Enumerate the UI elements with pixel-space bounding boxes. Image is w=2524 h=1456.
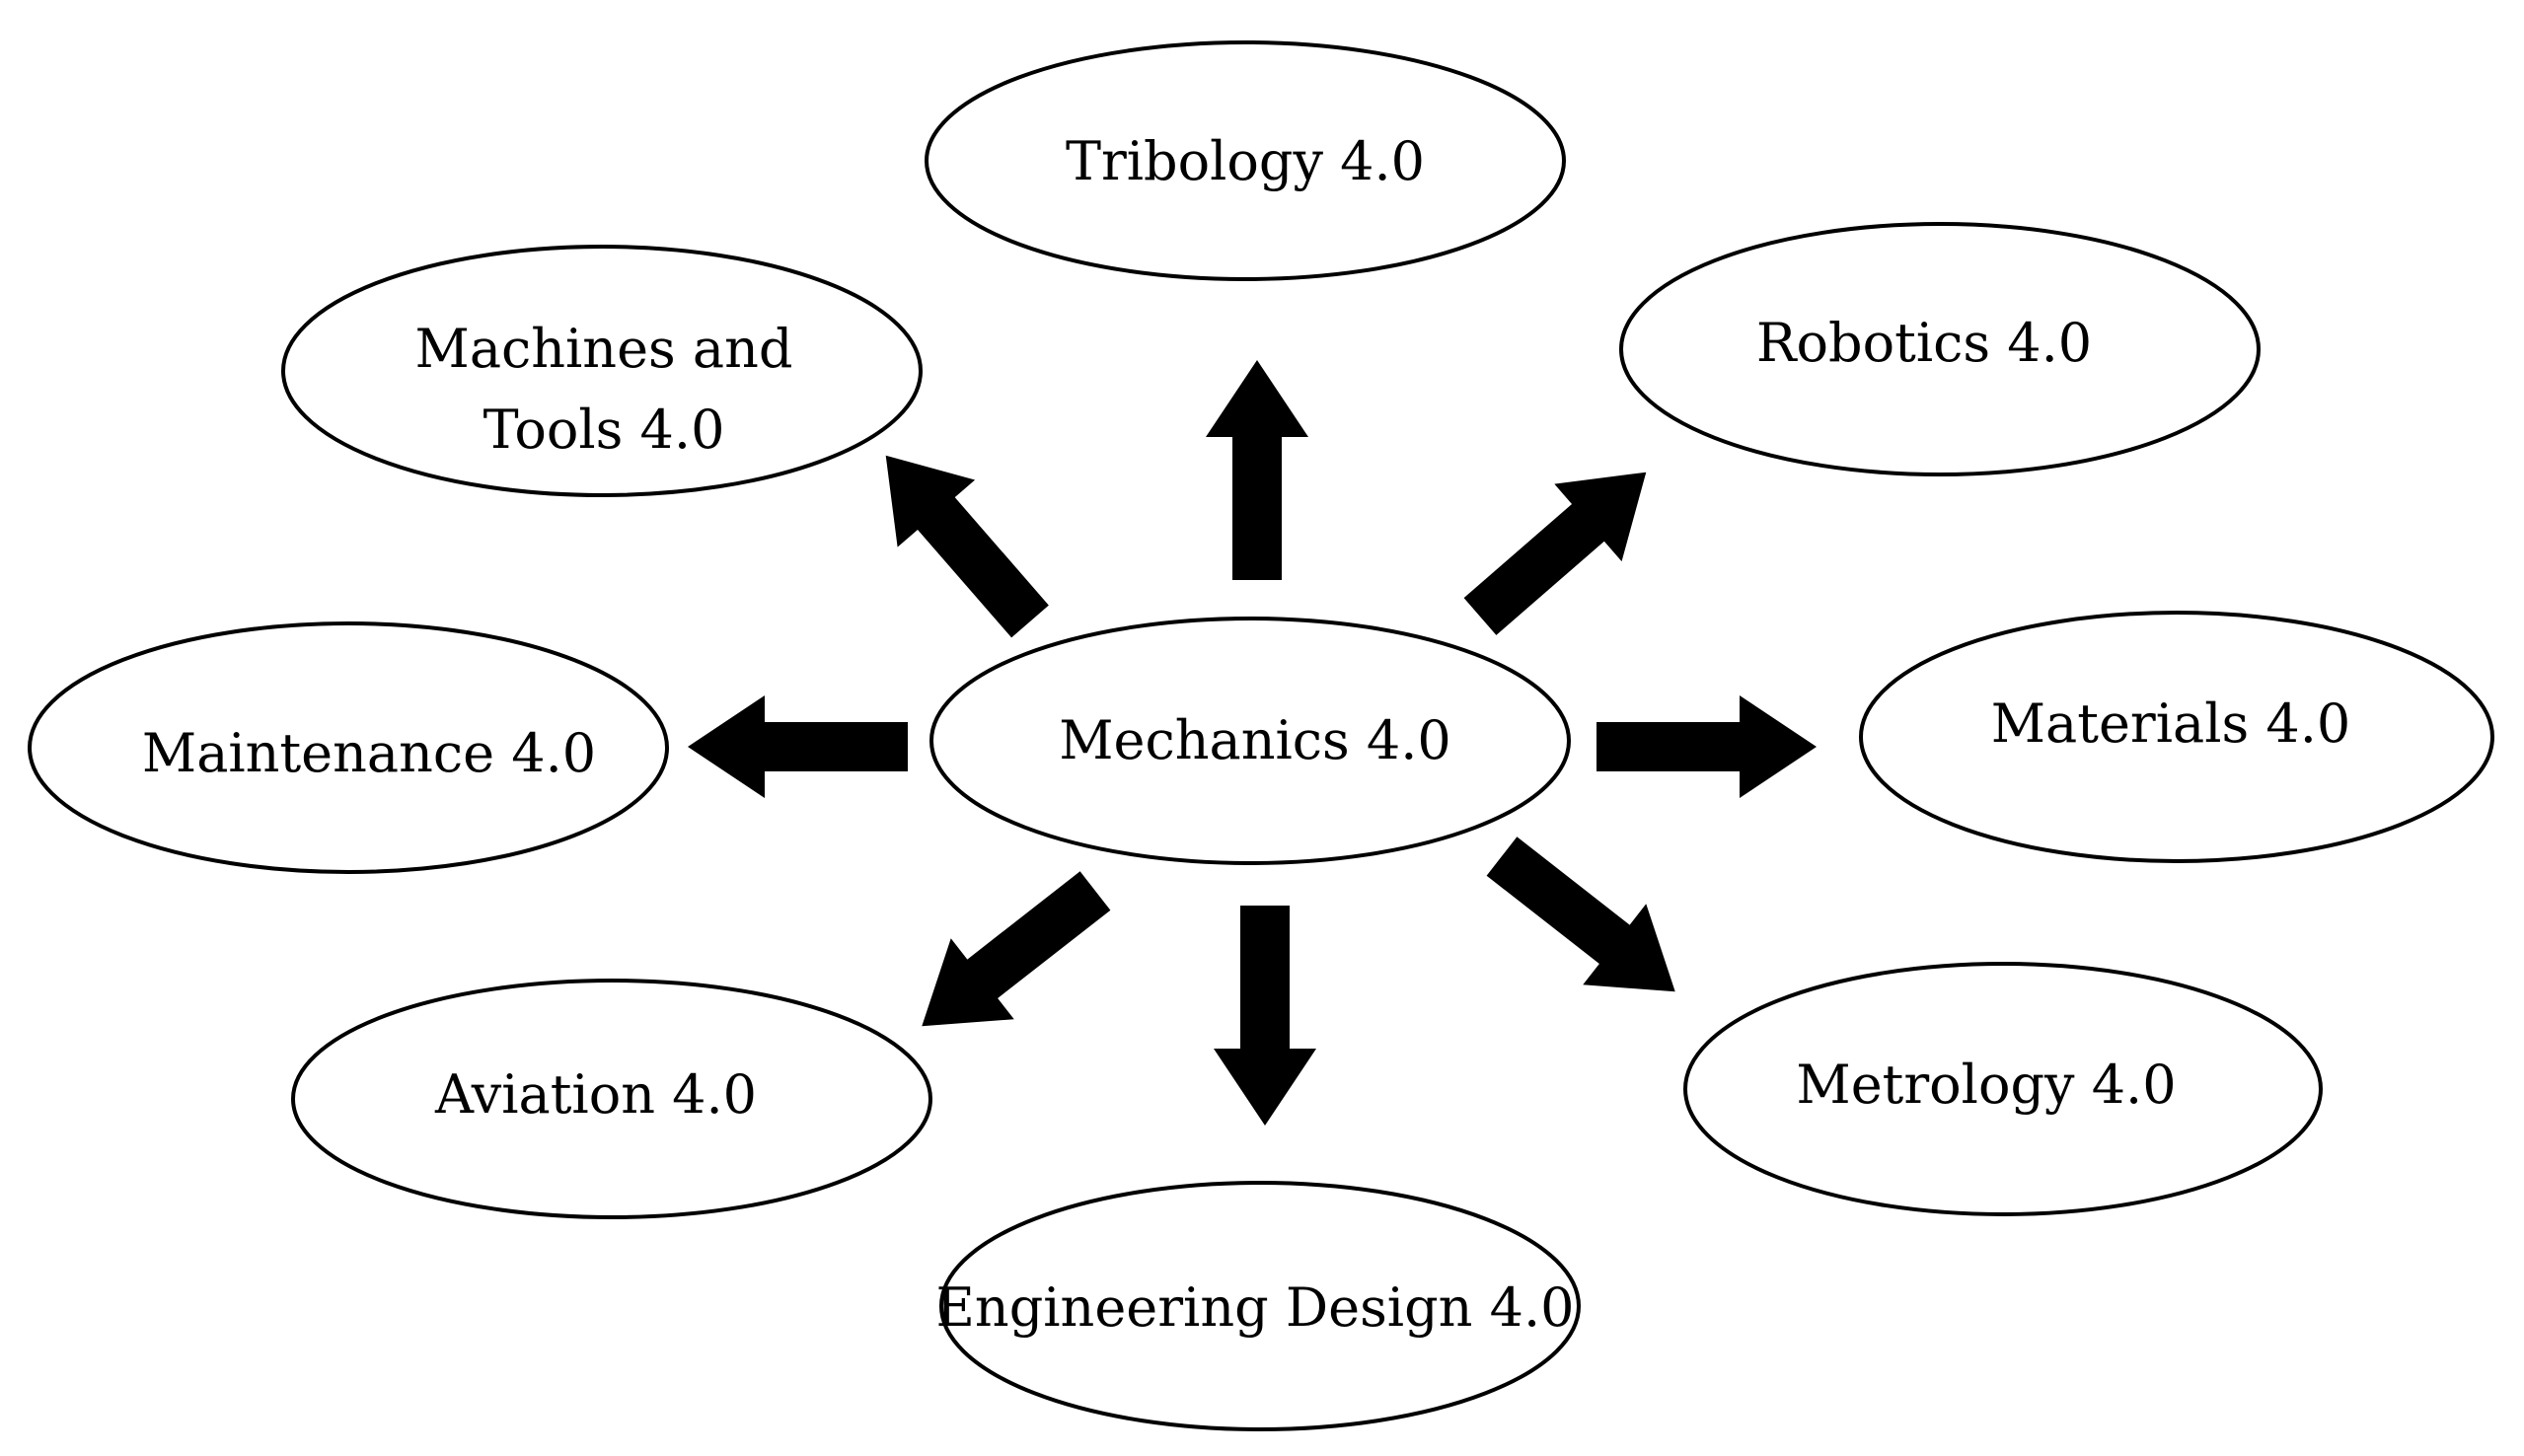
arrow-to-robotics bbox=[1463, 472, 1647, 635]
machines-and-tools-label-line-2: Tools 4.0 bbox=[483, 399, 725, 461]
arrow-to-materials bbox=[1596, 695, 1817, 798]
maintenance-label: Maintenance 4.0 bbox=[142, 722, 596, 784]
node-robotics: Robotics 4.0 bbox=[1619, 222, 2261, 476]
machines-and-tools-label-line-1: Machines and bbox=[415, 318, 793, 380]
machines-and-tools-ellipse bbox=[281, 245, 923, 497]
materials-ellipse bbox=[1859, 611, 2494, 863]
arrow-to-machines-and-tools bbox=[885, 455, 1049, 638]
arrow-to-maintenance bbox=[688, 695, 908, 798]
tribology-ellipse bbox=[925, 40, 1566, 281]
arrow-to-tribology bbox=[1206, 360, 1308, 580]
arrows bbox=[688, 360, 1817, 1126]
node-machines-and-tools: Machines and Tools 4.0 bbox=[281, 245, 923, 497]
node-aviation: Aviation 4.0 bbox=[291, 979, 932, 1219]
robotics-ellipse bbox=[1619, 222, 2261, 476]
arrow-to-engineering-design bbox=[1214, 906, 1316, 1126]
metrology-label: Metrology 4.0 bbox=[1796, 1054, 2176, 1116]
mechanics-label: Mechanics 4.0 bbox=[1059, 709, 1451, 771]
robotics-label: Robotics 4.0 bbox=[1756, 312, 2092, 374]
node-materials: Materials 4.0 bbox=[1859, 611, 2494, 863]
mechanics-ellipse bbox=[929, 617, 1571, 865]
node-metrology: Metrology 4.0 bbox=[1683, 962, 2323, 1216]
node-engineering-design: Engineering Design 4.0 bbox=[936, 1181, 1581, 1431]
aviation-ellipse bbox=[291, 979, 932, 1219]
node-tribology: Tribology 4.0 bbox=[925, 40, 1566, 281]
engineering-design-ellipse bbox=[939, 1181, 1581, 1431]
tribology-label: Tribology 4.0 bbox=[1066, 130, 1425, 192]
node-mechanics: Mechanics 4.0 bbox=[929, 617, 1571, 865]
materials-label: Materials 4.0 bbox=[1991, 692, 2350, 755]
maintenance-ellipse bbox=[28, 621, 669, 874]
arrow-to-aviation bbox=[922, 871, 1111, 1027]
aviation-label: Aviation 4.0 bbox=[434, 1063, 757, 1126]
engineering-design-label: Engineering Design 4.0 bbox=[936, 1276, 1575, 1339]
arrow-to-metrology bbox=[1486, 837, 1675, 992]
metrology-ellipse bbox=[1683, 962, 2323, 1216]
node-maintenance: Maintenance 4.0 bbox=[28, 621, 669, 874]
